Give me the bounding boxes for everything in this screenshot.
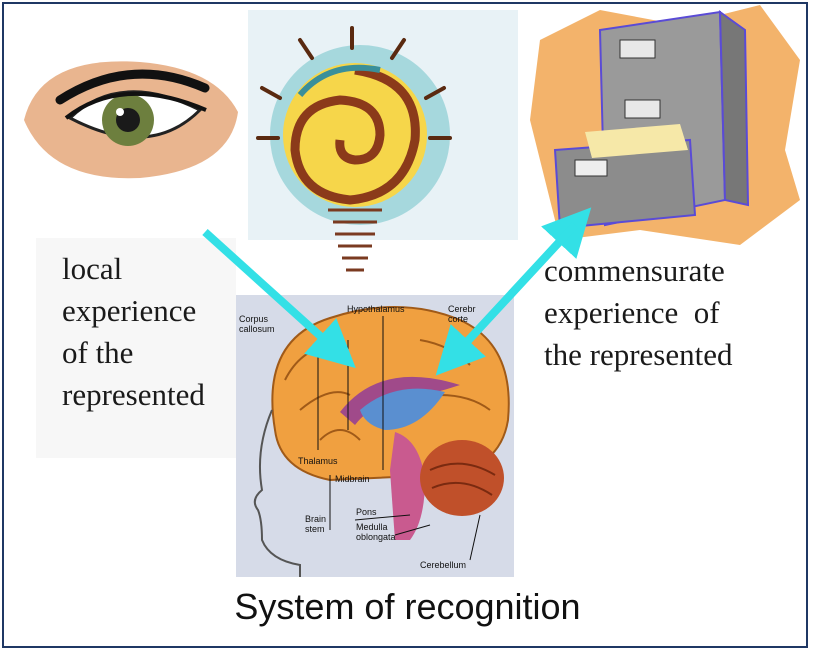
brain-label-medulla-1: Medulla [356,522,388,532]
diagram-caption: System of recognition [234,586,581,627]
filing-cabinet-icon [530,5,800,245]
brain-label-hypothalamus: Hypothalamus [347,304,405,314]
lightbulb-icon [248,10,518,272]
brain-label-cerebellum: Cerebellum [420,560,466,570]
brain-label-brainstem-2: stem [305,524,325,534]
commensurate-experience-label: commensurate experience of the represent… [544,250,732,376]
brain-label-cerebral-1: Cerebr [448,304,476,314]
brain-label-cerebral-2: corte [448,314,468,324]
right-label-line-3: the represented [544,337,733,372]
right-label-line-2: experience of [544,295,720,330]
brain-label-brainstem-1: Brain [305,514,326,524]
brain-label-thalamus: Thalamus [298,456,338,466]
eye-icon [24,61,238,179]
brain-label-corpus-1: Corpus [239,314,269,324]
left-text-panel [36,238,236,458]
left-label-line-3: of the [62,335,134,370]
brain-label-midbrain: Midbrain [335,474,370,484]
brain-label-corpus-2: callosum [239,324,275,334]
arrow-brain-to-cabinet-tail [435,222,578,376]
left-label-line-1: local [62,251,123,286]
brain-label-medulla-2: oblongata [356,532,396,542]
local-experience-label: local experience of the represented [62,248,205,416]
arrow-eye-to-brain [202,229,356,369]
left-label-line-2: experience [62,293,197,328]
left-label-line-4: represented [62,377,205,412]
brain-label-pons: Pons [356,507,377,517]
right-label-line-1: commensurate [544,253,725,288]
